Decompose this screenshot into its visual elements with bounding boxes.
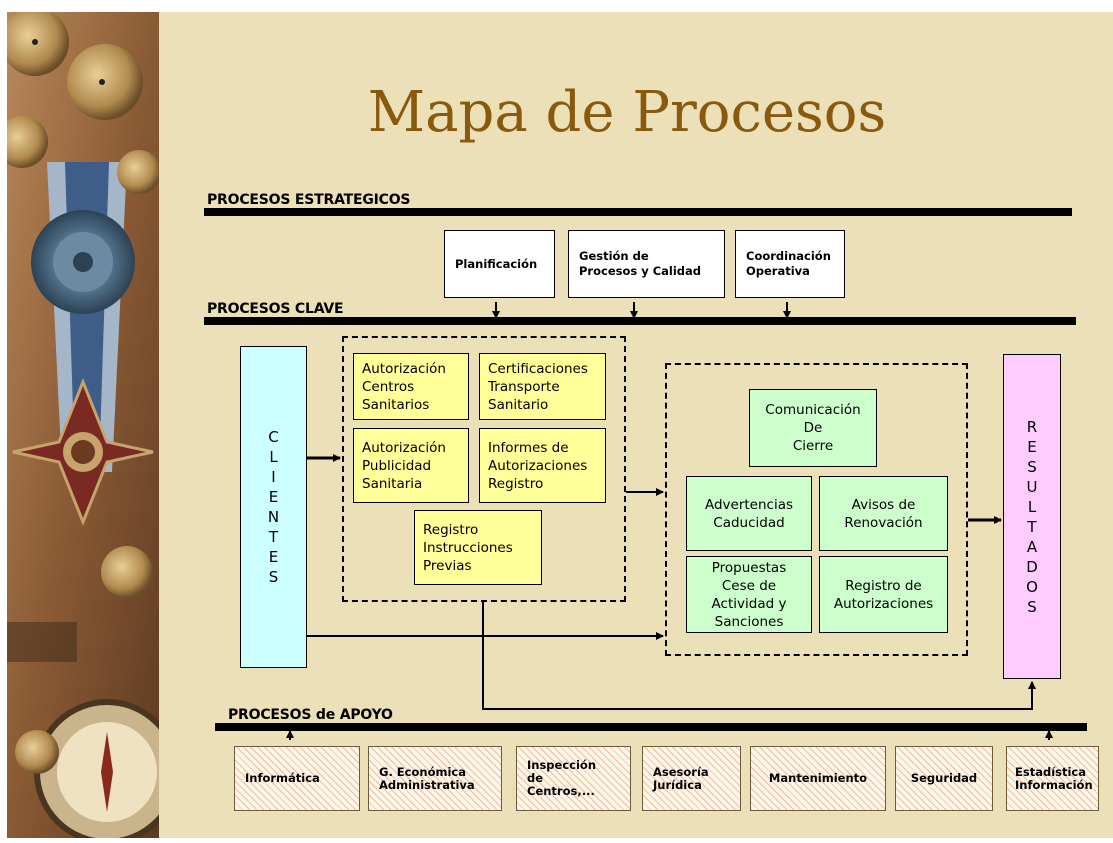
vertical-letter: D	[1026, 557, 1038, 576]
vertical-letter: U	[1026, 477, 1038, 496]
vertical-letter: C	[268, 428, 279, 446]
section-label-clave: PROCESOS CLAVE	[207, 301, 344, 317]
connector-lines	[286, 302, 1053, 740]
apoyo-label: Seguridad	[910, 771, 978, 785]
clave-label: Registro Instrucciones Previas	[423, 521, 513, 574]
estrategico-box-coordinacion: Coordinación Operativa	[735, 230, 845, 298]
clave-box-registro-instrucciones: Registro Instrucciones Previas	[414, 510, 542, 585]
estrategico-label: Coordinación Operativa	[746, 249, 831, 278]
clave-box-informes: Informes de Autorizaciones Registro	[479, 428, 606, 503]
page-title: Mapa de Procesos	[367, 80, 887, 145]
apoyo-box-seguridad: Seguridad	[895, 746, 993, 811]
vertical-letter: E	[268, 548, 279, 566]
clave-box-autorizacion-centros: Autorización Centros Sanitarios	[353, 353, 469, 420]
clave-label: Informes de Autorizaciones Registro	[488, 439, 588, 492]
vertical-letter: L	[1027, 497, 1037, 516]
apoyo-label: Asesoría Jurídica	[653, 764, 709, 792]
section-label-apoyo: PROCESOS de APOYO	[228, 707, 393, 723]
slide: Mapa de Procesos PROCESOS ESTRATEGICOS P…	[7, 12, 1113, 838]
vertical-letter: A	[1026, 537, 1038, 556]
clave-box-avisos: Avisos de Renovación	[819, 476, 948, 551]
clave-label: Propuestas Cese de Actividad y Sanciones	[711, 559, 787, 630]
clave-group-left	[342, 336, 626, 602]
apoyo-label: Mantenimiento	[768, 771, 868, 785]
vertical-letter: O	[1026, 577, 1038, 596]
clave-box-comunicacion-cierre: Comunicación De Cierre	[749, 389, 877, 467]
vertical-letter: E	[1027, 437, 1037, 456]
clave-label: Certificaciones Transporte Sanitario	[488, 360, 588, 413]
clave-box-certificaciones: Certificaciones Transporte Sanitario	[479, 353, 606, 420]
vertical-letter: E	[268, 488, 279, 506]
estrategico-label: Gestión de Procesos y Calidad	[579, 249, 702, 278]
apoyo-label: Informática	[245, 771, 320, 785]
apoyo-box-estadistica: Estadística Información	[1006, 746, 1099, 811]
vertical-letter: R	[1026, 417, 1038, 436]
vertical-letter: N	[267, 508, 280, 526]
clave-box-advertencias: Advertencias Caducidad	[686, 476, 812, 551]
apoyo-label: Estadística Información	[1015, 764, 1093, 792]
vertical-letter: L	[269, 448, 278, 466]
vertical-letter: S	[268, 568, 279, 586]
arrow-left-to-resultados	[482, 602, 1036, 710]
section-bar-clave	[204, 317, 1076, 325]
clave-label: Autorización Publicidad Sanitaria	[362, 439, 446, 492]
decorative-medals-image	[7, 12, 159, 838]
section-bar-estrategicos	[204, 208, 1072, 216]
vertical-letter: I	[271, 468, 276, 486]
clave-group-right	[665, 363, 968, 656]
vertical-letter: S	[1027, 457, 1037, 476]
clave-box-propuestas: Propuestas Cese de Actividad y Sanciones	[686, 556, 812, 633]
apoyo-label: Inspección de Centros,...	[527, 758, 597, 798]
clave-box-autorizacion-publicidad: Autorización Publicidad Sanitaria	[353, 428, 469, 503]
clave-label: Advertencias Caducidad	[704, 496, 794, 531]
clave-label: Registro de Autorizaciones	[833, 577, 934, 612]
clave-box-registro-autorizaciones: Registro de Autorizaciones	[819, 556, 948, 633]
estrategico-box-planificacion: Planificación	[444, 230, 555, 298]
clave-label: Autorización Centros Sanitarios	[362, 360, 446, 413]
apoyo-box-mantenimiento: Mantenimiento	[750, 746, 886, 811]
section-bar-apoyo	[215, 723, 1087, 731]
clave-label: Avisos de Renovación	[844, 496, 923, 531]
apoyo-box-economica: G. Económica Administrativa	[368, 746, 502, 811]
vertical-letter: T	[268, 528, 279, 546]
apoyo-box-inspeccion: Inspección de Centros,...	[516, 746, 631, 811]
estrategico-box-gestion: Gestión de Procesos y Calidad	[568, 230, 725, 298]
apoyo-box-asesoria: Asesoría Jurídica	[642, 746, 741, 811]
vertical-letter: T	[1027, 517, 1037, 536]
estrategico-label: Planificación	[455, 256, 538, 271]
apoyo-box-informatica: Informática	[234, 746, 360, 811]
apoyo-label: G. Económica Administrativa	[379, 764, 475, 792]
section-label-estrategicos: PROCESOS ESTRATEGICOS	[207, 192, 411, 208]
clave-label: Comunicación De Cierre	[765, 402, 861, 454]
vertical-letter: S	[1027, 597, 1037, 616]
